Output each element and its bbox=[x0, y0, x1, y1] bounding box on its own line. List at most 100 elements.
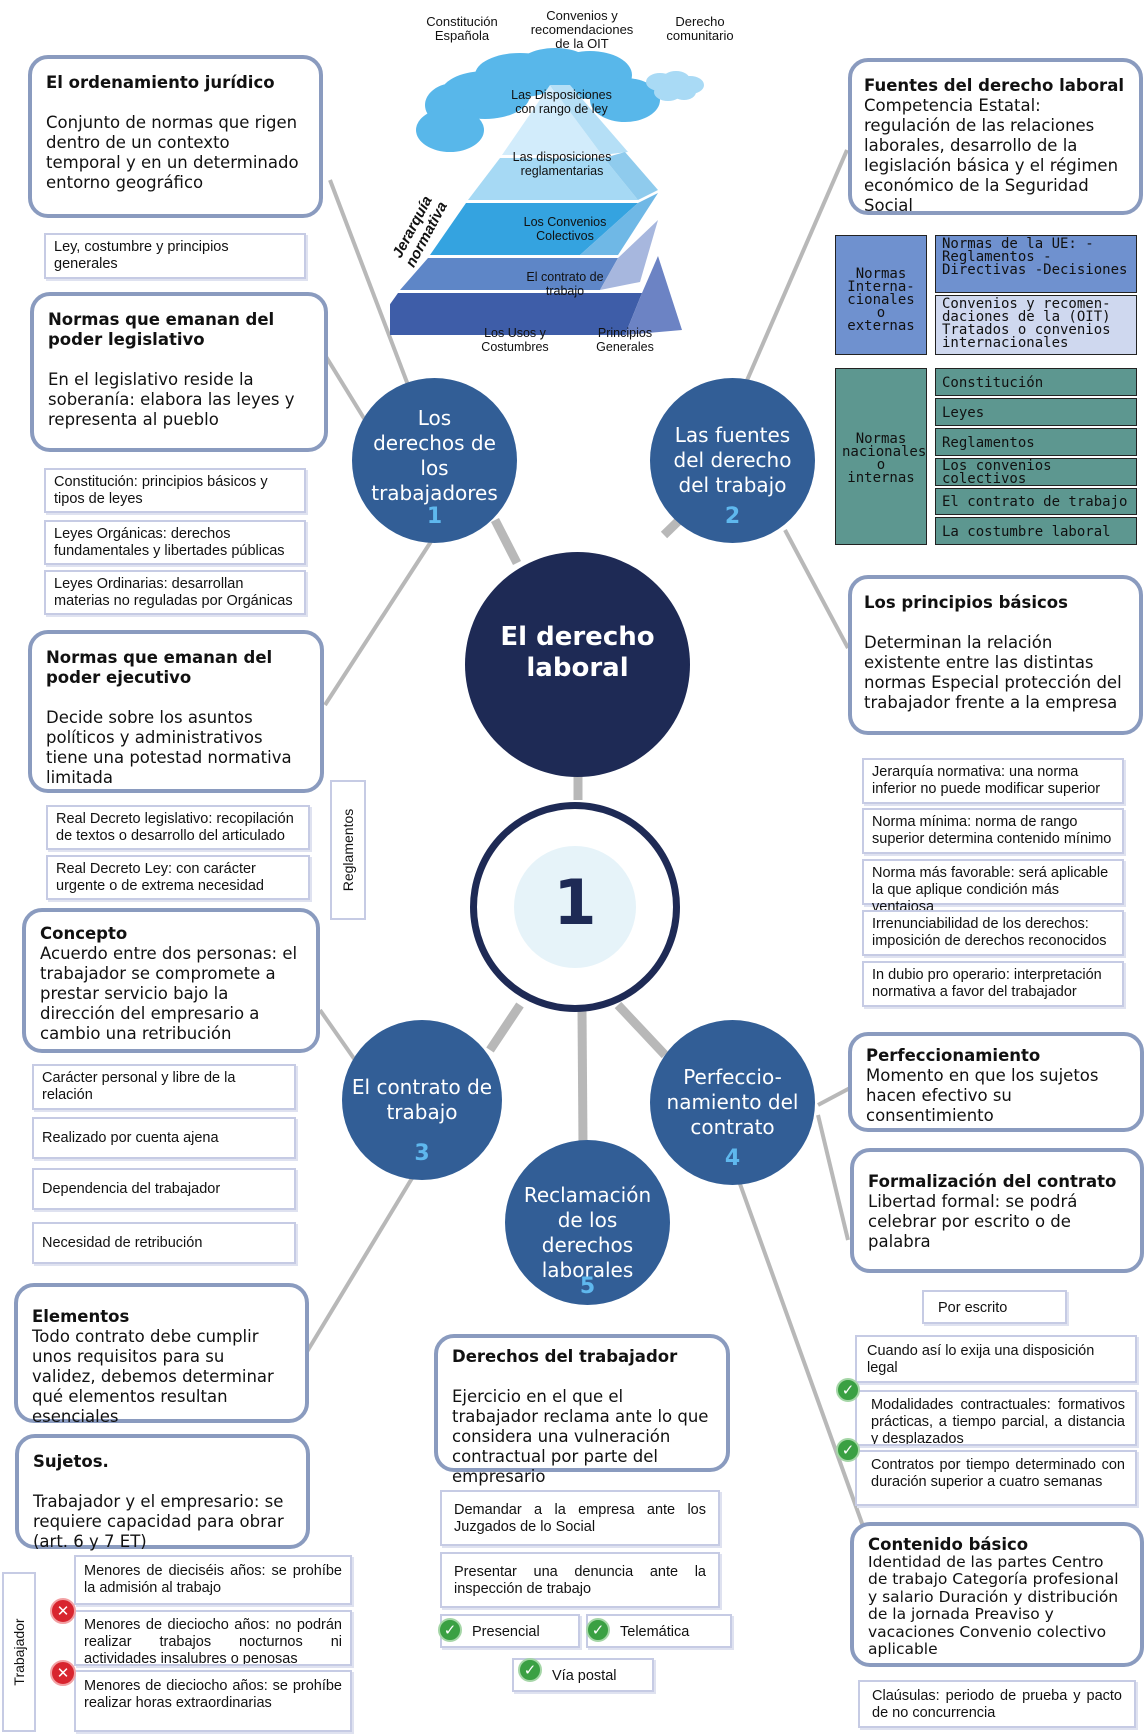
card-body: Ejercicio en el que el trabajador reclam… bbox=[452, 1387, 709, 1486]
card-body: Competencia Estatal: regulación de las r… bbox=[864, 96, 1119, 215]
cloud-shape bbox=[416, 48, 660, 152]
denuncia-box: Presentar una denuncia ante la inspecció… bbox=[440, 1552, 720, 1608]
pyramid-text-convenios: Los Convenios Colectivos bbox=[523, 215, 607, 243]
card-elementos: Elementos Todo contrato debe cumplir uno… bbox=[14, 1283, 309, 1426]
card-title: Concepto bbox=[40, 924, 128, 943]
check-icon: ✓ bbox=[438, 1618, 462, 1642]
card-title: Sujetos. bbox=[33, 1452, 109, 1471]
check-icon: ✓ bbox=[518, 1658, 542, 1682]
pyramid-text-ley: Las Disposiciones con rango de ley bbox=[511, 88, 612, 116]
hub-reclamacion[interactable]: Reclamación de los derechos laborales 5 bbox=[505, 1140, 670, 1305]
cuenta-ajena-box: Realizado por cuenta ajena bbox=[32, 1117, 296, 1159]
card-title: Fuentes del derecho laboral bbox=[864, 76, 1124, 95]
cloud-label-comunitario: Derecho comunitario bbox=[666, 14, 734, 43]
tiempo-determinado-box: Contratos por tiempo determinado con dur… bbox=[855, 1450, 1137, 1506]
number-disc: 1 bbox=[514, 846, 636, 968]
menores-18-nocturnos-box: Menores de dieciocho años: no podrán rea… bbox=[74, 1610, 352, 1666]
card-body: Determinan la relación existente entre l… bbox=[864, 633, 1122, 712]
card-fuentes-derecho: Fuentes del derecho laboral Competencia … bbox=[848, 58, 1143, 215]
check-icon: ✓ bbox=[586, 1618, 610, 1642]
table-leyes: Leyes bbox=[935, 398, 1137, 426]
normas-table: Normas Interna-cionales o externas Norma… bbox=[835, 235, 1137, 545]
x-mark-icon: ✕ bbox=[50, 1598, 76, 1624]
card-body: Momento en que los sujetos hacen efectiv… bbox=[866, 1066, 1099, 1125]
hub-number: 2 bbox=[724, 504, 741, 529]
por-escrito-box: Por escrito bbox=[922, 1290, 1067, 1324]
pyramid-level-4 bbox=[400, 258, 618, 290]
pyramid-level-1 bbox=[502, 85, 602, 155]
pyramid-text-contrato: El contrato de trabajo bbox=[526, 270, 604, 298]
card-principios-basicos: Los principios básicos Determinan la rel… bbox=[848, 575, 1143, 735]
card-perfeccionamiento: Perfeccionamiento Momento en que los suj… bbox=[848, 1032, 1144, 1132]
hub-perfeccionamiento[interactable]: Perfeccio-namiento del contrato 4 bbox=[650, 1020, 815, 1185]
hub-contrato-trabajo[interactable]: El contrato de trabajo 3 bbox=[342, 1020, 502, 1180]
table-internacionales-label: Normas Interna-cionales o externas bbox=[835, 235, 927, 355]
mode-presencial: Presencial bbox=[440, 1614, 580, 1648]
leyes-organicas-box: Leyes Orgánicas: derechos fundamentales … bbox=[44, 520, 306, 565]
leyes-ordinarias-box: Leyes Ordinarias: desarrollan materias n… bbox=[44, 570, 306, 615]
card-poder-legislativo: Normas que emanan del poder legislativo … bbox=[30, 292, 328, 452]
card-title: El ordenamiento jurídico bbox=[46, 73, 275, 92]
hub-derechos-trabajadores[interactable]: Los derechos de los trabajadores 1 bbox=[352, 378, 517, 543]
pyramid-level-5 bbox=[390, 293, 642, 335]
card-body: En el legislativo reside la soberanía: e… bbox=[48, 370, 295, 429]
pyramid-graphic bbox=[390, 48, 704, 335]
card-body: Identidad de las partes Centro de trabaj… bbox=[868, 1552, 1119, 1658]
card-ordenamiento: El ordenamiento jurídico Conjunto de nor… bbox=[28, 55, 323, 218]
real-decreto-ley-box: Real Decreto Ley: con carácter urgente o… bbox=[46, 855, 310, 900]
card-title: Elementos bbox=[32, 1307, 130, 1326]
irrenunciabilidad-box: Irrenunciabilidad de los derechos: impos… bbox=[862, 910, 1124, 956]
table-convenios: Los convenios colectivos bbox=[935, 458, 1137, 486]
trabajador-label: Trabajador bbox=[2, 1572, 36, 1732]
card-title: Normas que emanan del poder ejecutivo bbox=[46, 648, 273, 687]
hub-fuentes-derecho[interactable]: Las fuentes del derecho del trabajo 2 bbox=[650, 378, 815, 543]
norma-favorable-box: Norma más favorable: será aplicable la q… bbox=[862, 859, 1124, 915]
hub-label: Perfeccio-namiento del contrato bbox=[666, 1065, 799, 1139]
cloud-label-oit: Convenios y recomendaciones de la OIT bbox=[530, 8, 634, 51]
hub-number: 3 bbox=[414, 1141, 430, 1166]
number-label: 1 bbox=[553, 866, 597, 939]
in-dubio-box: In dubio pro operario: interpretación no… bbox=[862, 961, 1124, 1007]
number-ring: 1 bbox=[470, 802, 680, 1012]
card-formalizacion: Formalización del contrato Libertad form… bbox=[850, 1148, 1144, 1273]
pyramid-text-principios: Principios Generales bbox=[596, 326, 654, 354]
hub-label: Las fuentes del derecho del trabajo bbox=[673, 423, 792, 497]
mode-telematica: Telemática bbox=[586, 1614, 732, 1648]
pyramid-text-usos: Los Usos y Costumbres bbox=[481, 326, 549, 354]
card-sujetos: Sujetos. Trabajador y el empresario: se … bbox=[15, 1434, 310, 1551]
card-concepto: Concepto Acuerdo entre dos personas: el … bbox=[22, 908, 320, 1053]
card-body: Libertad formal: se podrá celebrar por e… bbox=[868, 1192, 1078, 1251]
card-body: Conjunto de normas que rigen dentro de u… bbox=[46, 113, 299, 192]
card-poder-ejecutivo: Normas que emanan del poder ejecutivo De… bbox=[28, 630, 324, 793]
table-constitucion: Constitución bbox=[935, 368, 1137, 396]
hub-label: Los derechos de los trabajadores bbox=[371, 406, 498, 505]
x-mark-icon: ✕ bbox=[50, 1660, 76, 1686]
pyramid-text-reglamentarias: Las disposiciones reglamentarias bbox=[512, 150, 612, 178]
cloud-label-constitucion: Constitución Española bbox=[426, 14, 498, 43]
table-costumbre: La costumbre laboral bbox=[935, 517, 1137, 545]
table-oit: Convenios y recomen-daciones de la (OIT)… bbox=[935, 295, 1137, 355]
menores-16-box: Menores de dieciséis años: se prohíbe la… bbox=[74, 1555, 352, 1605]
card-body: Decide sobre los asuntos políticos y adm… bbox=[46, 708, 292, 787]
reglamentos-label: Reglamentos bbox=[330, 780, 366, 920]
center-circle[interactable]: El derecho laboral bbox=[465, 552, 690, 777]
clausulas-box: Claúsulas: periodo de prueba y pacto de … bbox=[858, 1680, 1136, 1728]
retribucion-box: Necesidad de retribución bbox=[32, 1222, 296, 1264]
hub-number: 5 bbox=[579, 1274, 596, 1299]
table-contrato: El contrato de trabajo bbox=[935, 488, 1137, 515]
card-contenido-basico: Contenido básico Identidad de las partes… bbox=[850, 1522, 1144, 1667]
dependencia-box: Dependencia del trabajador bbox=[32, 1168, 296, 1210]
card-title: Derechos del trabajador bbox=[452, 1347, 678, 1366]
hub-number: 1 bbox=[426, 504, 443, 529]
card-title: Perfeccionamiento bbox=[866, 1046, 1041, 1065]
card-body: Trabajador y el empresario: se requiere … bbox=[33, 1492, 284, 1551]
hub-number: 4 bbox=[724, 1146, 741, 1171]
card-derechos-trabajador: Derechos del trabajador Ejercicio en el … bbox=[434, 1334, 730, 1486]
menores-18-horas-box: Menores de dieciocho años: se prohíbe re… bbox=[74, 1670, 352, 1732]
modalidades-box: Modalidades contractuales: formativos pr… bbox=[855, 1390, 1137, 1446]
disposicion-legal-box: Cuando así lo exija una disposición lega… bbox=[855, 1335, 1137, 1383]
hub-label: Reclamación de los derechos laborales bbox=[523, 1183, 652, 1282]
real-decreto-legislativo-box: Real Decreto legislativo: recopilación d… bbox=[46, 805, 310, 850]
hub-label: El contrato de trabajo bbox=[351, 1075, 493, 1124]
